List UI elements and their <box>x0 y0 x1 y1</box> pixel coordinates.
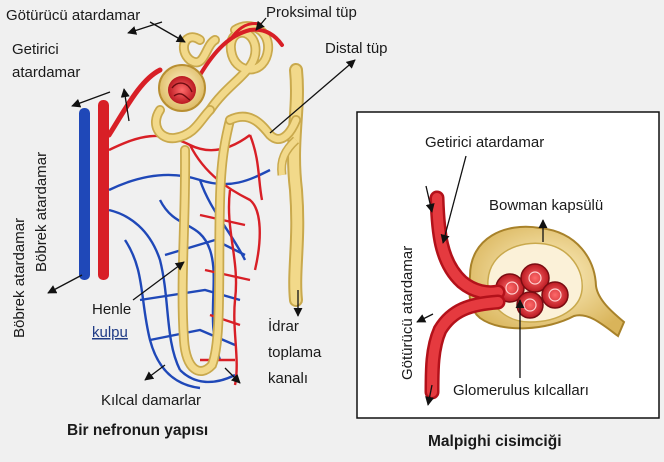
label-afferent-line2: atardamar <box>12 64 80 81</box>
label-renal-artery: Böbrek atardamar <box>33 152 50 272</box>
label-malpighi-afferent: Getirici atardamar <box>425 134 544 151</box>
renal-vein-vessel <box>79 108 90 280</box>
label-collecting-line2: toplama <box>268 344 322 361</box>
nephron-caption: Bir nefronun yapısı <box>67 422 208 439</box>
label-proximal-tubule: Proksimal tüp <box>266 4 357 21</box>
arrow-capillary-left <box>145 365 165 380</box>
label-henle-line1: Henle <box>92 301 131 318</box>
label-efferent-arteriole: Götürücü atardamar <box>6 7 140 24</box>
label-bowman-capsule: Bowman kapsülü <box>489 197 603 214</box>
label-afferent-line1: Getirici <box>12 41 59 58</box>
renal-artery-vessel <box>98 100 109 280</box>
label-collecting-line3: kanalı <box>268 370 308 387</box>
arrow-distal <box>270 60 355 133</box>
label-henle-line2: kulpu <box>92 324 128 341</box>
label-glomerulus: Glomerulus kılcalları <box>453 382 589 399</box>
arrow-efferent <box>150 22 185 42</box>
collecting-duct <box>282 70 298 300</box>
malpighi-caption: Malpighi cisimciği <box>428 433 562 450</box>
arrow-capillary-right <box>225 368 240 383</box>
nephron-capsule <box>159 65 205 111</box>
label-distal-tubule: Distal tüp <box>325 40 388 57</box>
label-malpighi-efferent: Götürücü atardamar <box>399 246 416 380</box>
label-collecting-line1: İdrar <box>268 317 299 335</box>
label-capillaries: Kılcal damarlar <box>101 392 201 409</box>
label-renal-vein: Böbrek atardamar <box>11 218 28 338</box>
arrow-renal-vein-bottom <box>48 275 82 293</box>
